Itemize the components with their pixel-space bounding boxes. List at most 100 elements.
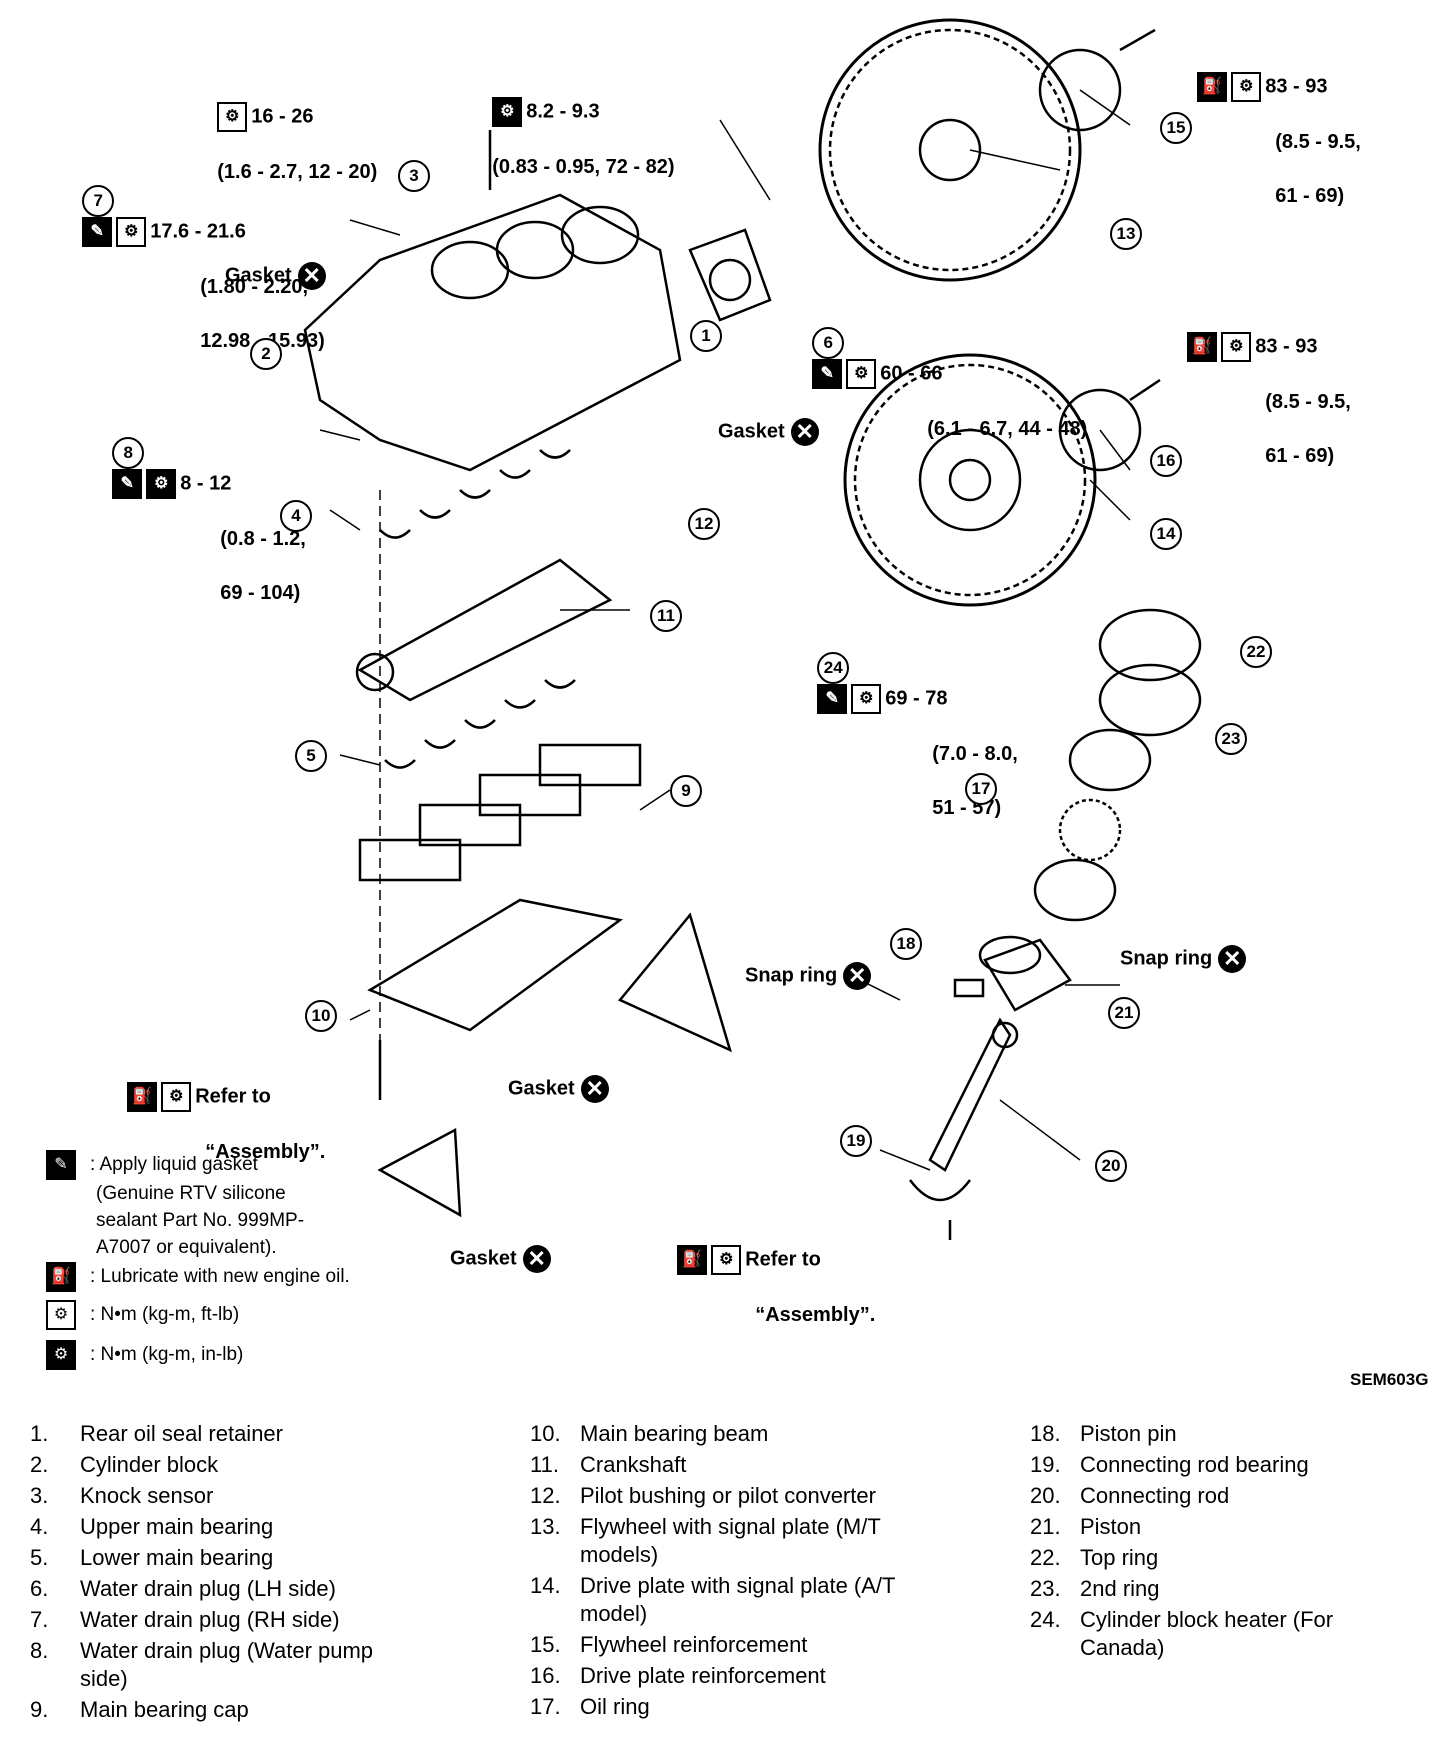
- torque-wrench-icon: ⚙: [711, 1245, 742, 1275]
- list-item: 22.Top ring: [1030, 1545, 1159, 1570]
- diagram-drawing: [303, 18, 1202, 1240]
- oil-icon: ⛽: [677, 1245, 708, 1275]
- torque-label-block-heater: 24 ✎⚙69 - 78 (7.0 - 8.0, 51 - 57): [795, 625, 1018, 849]
- callout-2: 2: [250, 338, 282, 370]
- do-not-reuse-icon: ✕: [843, 962, 872, 990]
- list-item: 9.Main bearing cap: [30, 1697, 249, 1722]
- piston-shape: [983, 938, 1072, 1012]
- lower-bearings: [384, 679, 576, 769]
- callout-23: 23: [1215, 723, 1247, 755]
- gasket-label-3: Gasket✕: [508, 1075, 609, 1103]
- callout-21: 21: [1108, 997, 1140, 1029]
- gasket-label-4: Gasket✕: [450, 1245, 551, 1273]
- liquid-gasket-icon: ✎: [817, 684, 848, 714]
- crankshaft-shape: [357, 558, 613, 702]
- oil-icon: ⛽: [1187, 332, 1218, 362]
- torque-wrench-icon: ⚙: [846, 359, 877, 389]
- legend-torque-inlb: ⚙: N•m (kg-m, in-lb): [46, 1340, 243, 1370]
- torque-label-drain-plug-rh: 7 ✎⚙17.6 - 21.6 (1.80 - 2.20, 12.98 - 15…: [60, 158, 325, 382]
- list-item: 8.Water drain plug (Water pump side): [30, 1638, 374, 1691]
- torque-label-flywheel-bolt: ⛽⚙83 - 93 (8.5 - 9.5, 61 - 69): [1175, 45, 1361, 237]
- callout-14: 14: [1150, 518, 1182, 550]
- callout-5: 5: [295, 740, 327, 772]
- liquid-gasket-icon: ✎: [112, 469, 143, 499]
- torque-label-retainer-bolt: ⚙8.2 - 9.3 (0.83 - 0.95, 72 - 82): [470, 70, 675, 208]
- drive-plate-shape: [843, 353, 1097, 607]
- callout-16: 16: [1150, 445, 1182, 477]
- list-item: 13.Flywheel with signal plate (M/T model…: [530, 1514, 881, 1567]
- figure-code: SEM603G: [1350, 1370, 1429, 1389]
- torque-wrench-icon: ⚙: [116, 217, 147, 247]
- snap-ring-label-2: Snap ring✕: [1120, 945, 1247, 973]
- callout-18: 18: [890, 928, 922, 960]
- callout-13: 13: [1110, 218, 1142, 250]
- torque-wrench-filled-icon: ⚙: [492, 97, 523, 127]
- legend-liquid-gasket: ✎: Apply liquid gasket (Genuine RTV sili…: [46, 1150, 304, 1261]
- torque-wrench-icon: ⚙: [1231, 72, 1262, 102]
- callout-7: 7: [82, 185, 115, 217]
- second-ring-shape: [1098, 663, 1202, 737]
- do-not-reuse-icon: ✕: [790, 418, 819, 446]
- gasket-label-2: Gasket✕: [718, 418, 819, 446]
- torque-label-drive-plate-bolt: ⛽⚙83 - 93 (8.5 - 9.5, 61 - 69): [1165, 305, 1351, 497]
- callout-8: 8: [112, 437, 145, 469]
- main-bearing-caps: [358, 743, 642, 882]
- torque-wrench-icon: ⚙: [217, 102, 248, 132]
- callout-11: 11: [650, 600, 682, 632]
- torque-wrench-icon: ⚙: [161, 1082, 192, 1112]
- list-item: 10.Main bearing beam: [530, 1421, 769, 1446]
- callout-22: 22: [1240, 636, 1272, 668]
- do-not-reuse-icon: ✕: [580, 1075, 609, 1103]
- torque-label-knock-sensor: ⚙16 - 26 (1.6 - 2.7, 12 - 20): [195, 75, 377, 213]
- torque-wrench-icon: ⚙: [1221, 332, 1252, 362]
- oil-icon: ⛽: [46, 1262, 76, 1292]
- liquid-gasket-icon: ✎: [46, 1150, 76, 1180]
- legend-torque-ftlb: ⚙: N•m (kg-m, ft-lb): [46, 1300, 239, 1330]
- torque-wrench-filled-icon: ⚙: [146, 469, 177, 499]
- exploded-diagram: ⚙16 - 26 (1.6 - 2.7, 12 - 20) ⚙8.2 - 9.3…: [46, 18, 1429, 1389]
- list-item: 18.Piston pin: [1030, 1421, 1177, 1446]
- connecting-rod-shape: [928, 1017, 1012, 1172]
- parts-column-3: 18.Piston pin 19.Connecting rod bearing …: [1030, 1420, 1380, 1665]
- list-item: 1.Rear oil seal retainer: [30, 1421, 283, 1446]
- main-bearing-beam-shape: [367, 898, 624, 1032]
- callout-3: 3: [398, 160, 430, 192]
- list-item: 6.Water drain plug (LH side): [30, 1576, 336, 1601]
- refer-assembly-rod-nut: ⛽⚙Refer to “Assembly”.: [655, 1218, 875, 1356]
- do-not-reuse-icon: ✕: [522, 1245, 551, 1273]
- callout-9: 9: [670, 775, 702, 807]
- snap-ring-label-1: Snap ring✕: [745, 962, 872, 990]
- upper-bearings: [379, 449, 571, 539]
- list-item: 2.Cylinder block: [30, 1452, 219, 1477]
- drive-plate-reinforcement-shape: [1058, 388, 1142, 472]
- list-item: 16.Drive plate reinforcement: [530, 1663, 826, 1688]
- oil-icon: ⛽: [127, 1082, 158, 1112]
- parts-column-2: 10.Main bearing beam 11.Crankshaft 12.Pi…: [530, 1420, 920, 1724]
- list-item: 24.Cylinder block heater (For Canada): [1030, 1607, 1334, 1660]
- torque-wrench-icon: ⚙: [46, 1300, 76, 1330]
- do-not-reuse-icon: ✕: [1218, 945, 1247, 973]
- list-item: 14.Drive plate with signal plate (A/T mo…: [530, 1573, 896, 1626]
- list-item: 19.Connecting rod bearing: [1030, 1452, 1309, 1477]
- flywheel-reinforcement-shape: [1038, 48, 1122, 132]
- rear-oil-seal-retainer-shape: [688, 228, 772, 322]
- do-not-reuse-icon: ✕: [297, 262, 326, 290]
- list-item: 20.Connecting rod: [1030, 1483, 1230, 1508]
- callout-6: 6: [812, 327, 845, 359]
- parts-column-1: 1.Rear oil seal retainer 2.Cylinder bloc…: [30, 1420, 420, 1727]
- liquid-gasket-icon: ✎: [82, 217, 113, 247]
- list-item: 7.Water drain plug (RH side): [30, 1607, 340, 1632]
- callout-19: 19: [840, 1125, 872, 1157]
- callout-4: 4: [280, 500, 312, 532]
- torque-wrench-filled-icon: ⚙: [46, 1340, 76, 1370]
- refer-assembly-beam-bolt: ⛽⚙Refer to “Assembly”.: [105, 1055, 325, 1193]
- callout-17: 17: [965, 773, 997, 805]
- list-item: 23.2nd ring: [1030, 1576, 1160, 1601]
- parts-list: 1.Rear oil seal retainer 2.Cylinder bloc…: [0, 1420, 1456, 1740]
- callout-1: 1: [690, 320, 722, 352]
- callout-24: 24: [817, 652, 850, 684]
- list-item: 3.Knock sensor: [30, 1483, 214, 1508]
- torque-label-drain-plug-lh: 6 ✎⚙60 - 66 (6.1 - 6.7, 44 - 48): [790, 300, 1087, 470]
- list-item: 21.Piston: [1030, 1514, 1142, 1539]
- oil-icon: ⛽: [1197, 72, 1228, 102]
